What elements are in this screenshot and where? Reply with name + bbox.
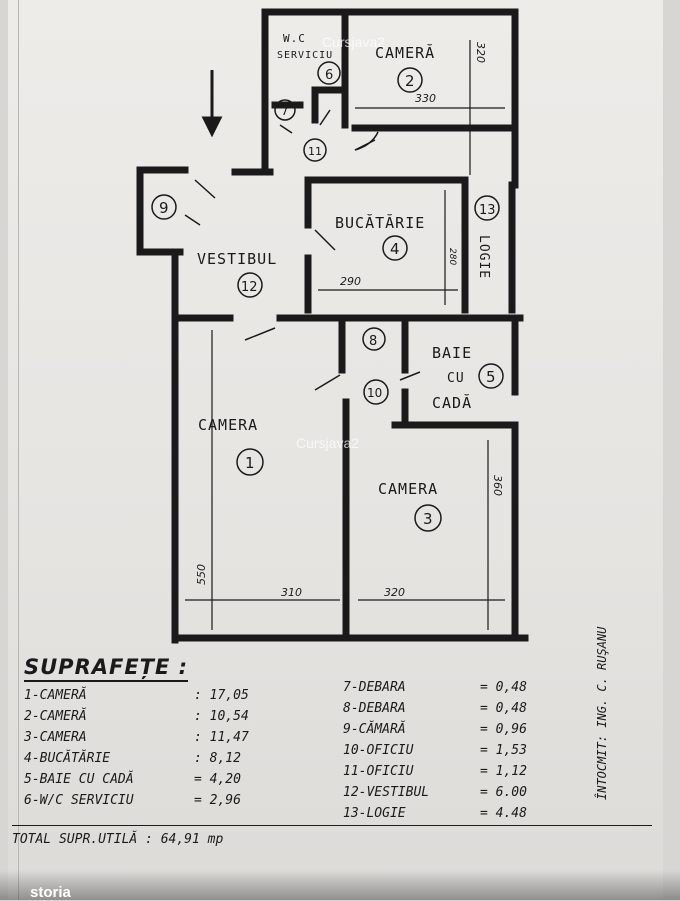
dim-cam2-height: 320 (474, 42, 487, 63)
room-13-number: 13 (479, 203, 496, 218)
room-6-number: 6 (325, 68, 333, 83)
storia-logo: storia (30, 884, 71, 901)
area-name: 12-VESTIBUL (343, 785, 430, 800)
area-value: : 8,12 (194, 751, 241, 766)
dim-cam3-width: 320 (384, 586, 405, 599)
area-value: = 6.00 (480, 785, 527, 800)
walls (136, 8, 529, 644)
room-2-label: CAMERĂ (375, 43, 435, 62)
room-6-label-line1: W.C (283, 32, 306, 45)
area-name: 2-CAMERĂ (24, 709, 87, 724)
watermark-middle: Cursjava2 (296, 435, 359, 451)
area-name: 5-BAIE CU CADĂ (24, 772, 134, 787)
room-5-label-line3: CADĂ (432, 393, 472, 412)
dimension-lines (185, 40, 505, 630)
author-signature: ÎNTOCMIT: ING. C. RUŞANU (595, 626, 609, 800)
area-name: 13-LOGIE (343, 806, 406, 821)
area-name: 1-CAMERĂ (24, 688, 87, 703)
area-value: = 2,96 (194, 793, 241, 808)
total-divider (12, 825, 652, 826)
area-value: = 1,53 (480, 743, 527, 758)
dim-cam1-height: 550 (195, 564, 208, 585)
area-name: 10-OFICIU (343, 743, 414, 758)
area-name: 6-W/C SERVICIU (24, 793, 134, 808)
room-5-number: 5 (486, 368, 496, 386)
room-6-label-line2: SERVICIU (277, 50, 333, 61)
door-swings (184, 109, 421, 391)
footer-shade (0, 870, 680, 900)
area-value: = 0,48 (480, 680, 527, 695)
room-8-number: 8 (369, 334, 377, 349)
margin-line (18, 0, 19, 900)
area-value: = 4,20 (194, 772, 241, 787)
room-5-label-line2: CU (447, 371, 465, 386)
areas-title: SUPRAFEȚE : (24, 655, 189, 682)
room-3-number: 3 (423, 510, 433, 528)
area-name: 7-DEBARA (343, 680, 406, 695)
dim-cam1-width: 310 (281, 586, 302, 599)
room-circles (151, 61, 504, 532)
room-13-label: LOGIE (476, 235, 491, 279)
room-4-label: BUCĂTĂRIE (335, 213, 425, 232)
area-value: = 4.48 (480, 806, 527, 821)
area-value: = 0,96 (480, 722, 527, 737)
dim-cam3-height: 360 (491, 475, 504, 496)
area-name: 9-CĂMARĂ (343, 722, 406, 737)
entrance-arrow (201, 70, 223, 138)
area-name: 4-BUCĂTĂRIE (24, 751, 111, 766)
room-9-number: 9 (159, 199, 169, 217)
area-name: 11-OFICIU (343, 764, 414, 779)
room-10-number: 10 (367, 386, 382, 400)
total-area: TOTAL SUPR.UTILĂ : 64,91 mp (12, 832, 224, 847)
dim-kitchen-height: 280 (447, 248, 457, 265)
area-value: = 0,48 (480, 701, 527, 716)
area-value: = 1,12 (480, 764, 527, 779)
area-name: 3-CAMERA (24, 730, 87, 745)
room-11-number: 11 (308, 145, 322, 158)
room-12-number: 12 (241, 280, 258, 295)
room-1-label: CAMERA (198, 416, 258, 434)
area-value: : 17,05 (194, 688, 249, 703)
room-2-number: 2 (405, 72, 415, 90)
area-value: : 10,54 (194, 709, 249, 724)
room-7-number: 7 (281, 104, 289, 118)
room-4-number: 4 (390, 240, 400, 258)
room-1-number: 1 (245, 454, 255, 472)
paper-sheet (8, 0, 663, 900)
room-12-label: VESTIBUL (197, 250, 277, 268)
room-3-label: CAMERA (378, 480, 438, 498)
watermark-top: Cursjava2 (322, 34, 385, 50)
area-value: : 11,47 (194, 730, 249, 745)
area-name: 8-DEBARA (343, 701, 406, 716)
floor-plan: CAMERA 1 CAMERĂ 2 CAMERA 3 BUCĂTĂRIE 4 B… (136, 8, 529, 644)
room-5-label-line1: BAIE (432, 344, 472, 362)
dim-cam2-width: 330 (415, 92, 436, 105)
dim-kitchen-width: 290 (340, 275, 361, 288)
